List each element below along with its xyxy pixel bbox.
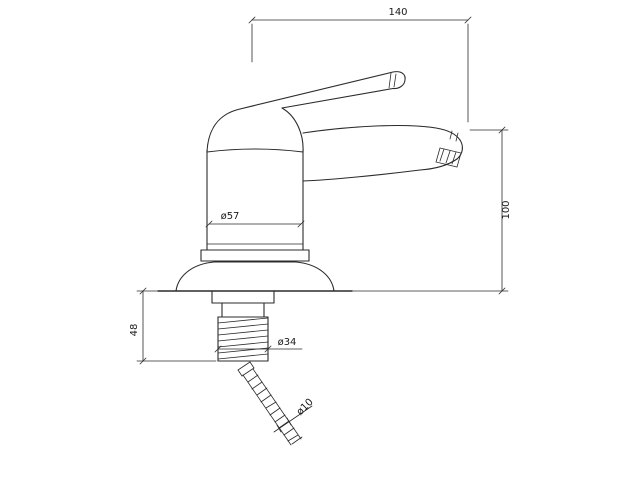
spout (302, 124, 463, 182)
faucet-outline (157, 71, 463, 446)
dimension-under-counter: 48 (129, 287, 217, 365)
aerator (435, 147, 462, 168)
threaded-shank (217, 316, 269, 362)
handle-lever (239, 71, 406, 110)
base-escutcheon (175, 261, 335, 292)
mixer-body (206, 148, 304, 251)
dimension-spout-reach: 140 (248, 7, 472, 123)
dome-cap (206, 107, 304, 153)
flange-ring (200, 249, 310, 262)
dimension-label-outlet-height: 100 (501, 200, 512, 219)
dimension-body-diameter: ø57 (205, 211, 305, 228)
dimension-label-hose-diameter: ø10 (295, 397, 316, 418)
dimension-outlet-height: 100 (351, 126, 512, 295)
locknut (211, 290, 275, 318)
dimension-shank-diameter: ø34 (214, 337, 303, 353)
dimension-label-under-counter: 48 (129, 324, 140, 337)
flex-hose (237, 361, 303, 446)
dimension-label-shank-diameter: ø34 (278, 337, 297, 348)
dimension-label-body-diameter: ø57 (221, 211, 240, 222)
dimension-label-spout-reach: 140 (388, 7, 407, 18)
